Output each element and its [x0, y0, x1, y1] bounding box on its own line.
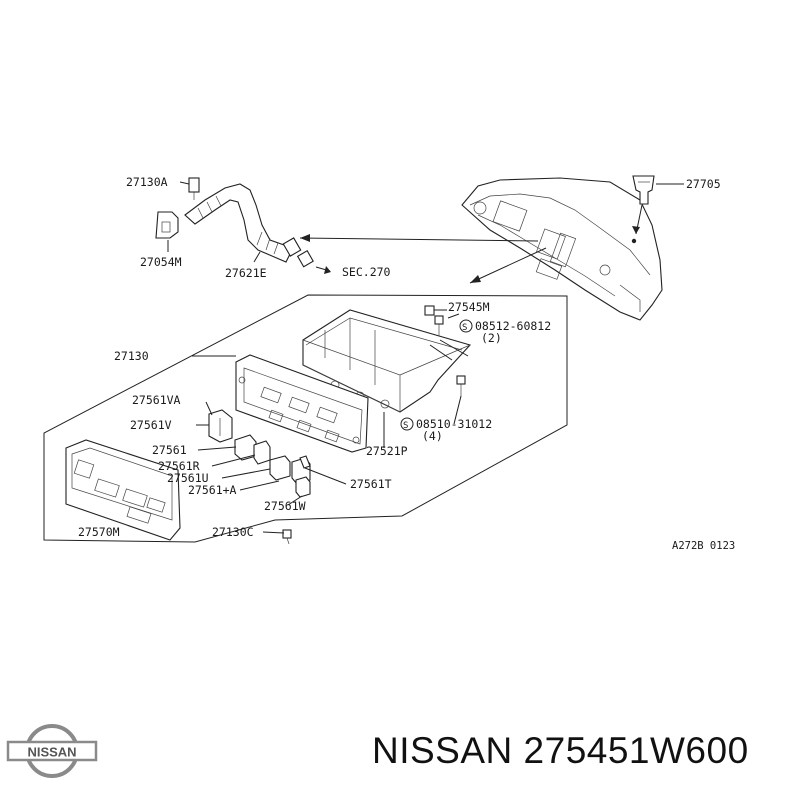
svg-text:NISSAN: NISSAN: [27, 745, 76, 760]
label-08510-31012: 08510-31012: [416, 417, 492, 431]
faceplate-drawing: [65, 439, 181, 541]
clip-27705-drawing: [632, 175, 684, 235]
label-27545m: 27545M: [448, 300, 490, 314]
label-27561r: 27561R: [158, 459, 200, 473]
screws-drawing: [282, 305, 466, 545]
diagram-labels: 27130A 27054M 27621E SEC.270 27705 27545…: [78, 175, 735, 552]
label-27130: 27130: [114, 349, 149, 363]
label-sec270: SEC.270: [342, 265, 391, 279]
label-27705: 27705: [686, 177, 721, 191]
s-circle-08512: [459, 319, 473, 333]
brand-name: NISSAN: [372, 730, 513, 771]
label-27130a: 27130A: [126, 175, 168, 189]
label-qty-08512: (2): [481, 331, 502, 345]
part-title: NISSAN 275451W600: [372, 730, 749, 772]
control-unit-drawing: [302, 309, 472, 413]
label-27561va: 27561VA: [132, 393, 181, 407]
part-number: 275451W600: [523, 730, 749, 771]
label-ref-code: A272B 0123: [672, 540, 735, 552]
label-27561w: 27561W: [264, 499, 306, 513]
control-panel-drawing: [235, 354, 369, 453]
label-27561t: 27561T: [350, 477, 392, 491]
duct-drawing: [155, 177, 547, 284]
s-circle-08510: [400, 417, 414, 431]
label-s-08512: S: [462, 323, 467, 333]
assembly-outline: [43, 294, 568, 543]
label-qty-08510: (4): [422, 429, 443, 443]
label-27561: 27561: [152, 443, 187, 457]
label-27054m: 27054M: [140, 255, 182, 269]
dashboard-drawing: [461, 177, 663, 321]
leader-lines: [192, 313, 462, 534]
label-27561plusa: 27561+A: [188, 483, 237, 497]
label-27130c: 27130C: [212, 525, 254, 539]
knobs-drawing: [208, 409, 311, 498]
label-27561v: 27561V: [130, 418, 172, 432]
label-27621e: 27621E: [225, 266, 267, 280]
label-08512-60812: 08512-60812: [475, 319, 551, 333]
label-s-08510: S: [403, 421, 408, 431]
nissan-logo: NISSAN: [6, 724, 98, 778]
label-27570m: 27570M: [78, 525, 120, 539]
label-27521p: 27521P: [366, 444, 408, 458]
label-27561u: 27561U: [167, 471, 209, 485]
